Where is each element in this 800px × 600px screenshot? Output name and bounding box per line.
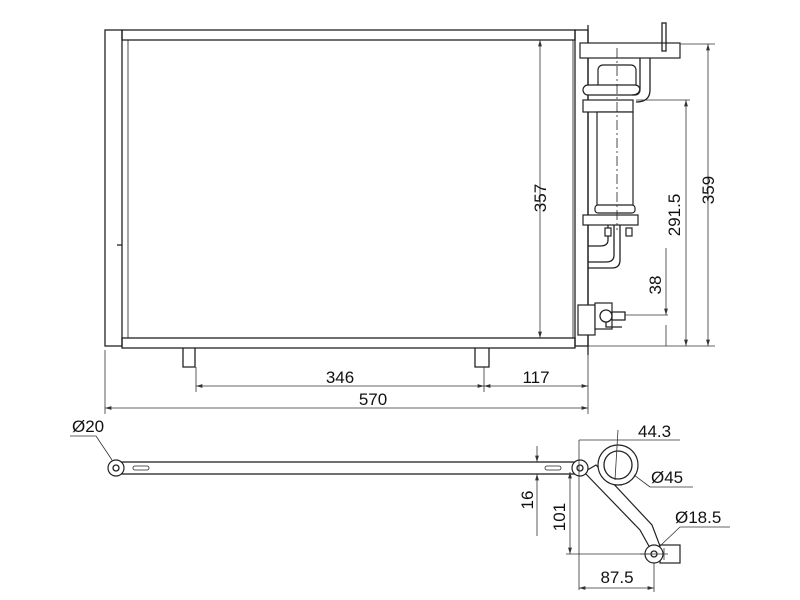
top-rail [121,29,576,41]
dim-drier-offset: 44.3 [638,422,671,441]
dim-fitting-height: 38 [646,276,665,295]
dim-outlet-diameter: Ø18.5 [675,508,721,527]
left-tank [104,29,123,347]
right-tank [574,29,589,347]
mounting-foot-left [182,348,196,368]
dim-core-height: 357 [531,184,550,212]
condenser-core [127,39,574,339]
mounting-foot-right [474,348,490,368]
front-dimensions: 357 359 291.5 38 346 117 570 [104,40,718,414]
dim-outlet-drop: 101 [550,503,569,531]
front-view: 357 359 291.5 38 346 117 570 [104,22,718,414]
dim-foot-spacing: 346 [326,368,354,387]
dim-drier-diameter: Ø45 [651,468,683,487]
dim-overall-width: 570 [359,390,387,409]
outlet-fitting [577,302,626,336]
dim-bar-offset: 16 [518,491,537,510]
bottom-rail [121,337,576,349]
dim-drier-height: 291.5 [665,194,684,237]
left-pipe-end [107,459,125,477]
dim-left-pipe-diameter: Ø20 [72,417,104,436]
bottom-bar [115,461,581,475]
dim-outlet-reach: 87.5 [600,568,633,587]
bottom-view: Ø20 44.3 Ø45 Ø18.5 16 101 87.5 [70,417,730,592]
dim-overall-height: 359 [699,176,718,204]
receiver-drier [579,22,681,269]
dim-foot-to-edge: 117 [522,368,549,387]
